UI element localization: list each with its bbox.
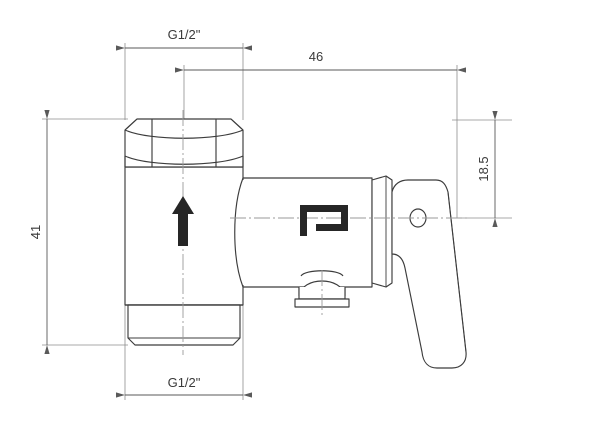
hex-nut (124, 118, 244, 168)
dimension-lines (44, 45, 498, 398)
dim-label-length-46: 46 (309, 49, 323, 64)
handle-crease (447, 191, 467, 353)
flow-arrow-glyph (172, 196, 194, 246)
logo-stem (300, 205, 307, 236)
logo-bracket-glyph (300, 205, 348, 236)
male-thread-spud (127, 304, 241, 346)
dim-label-bottom-thread: G1/2" (168, 375, 201, 390)
manufacturer-logo (300, 205, 348, 236)
hex-chamfer-top (124, 129, 244, 139)
lever-handle (391, 179, 467, 369)
hex-corner-tl (124, 118, 138, 131)
hex-chamfer-bottom (124, 155, 244, 165)
hex-corner-tr (230, 118, 244, 131)
neck-curve-left (234, 177, 244, 288)
dim-label-top-thread: G1/2" (168, 27, 201, 42)
valve-geometry (124, 118, 467, 369)
bonnet-flange (371, 175, 393, 288)
dim-label-height-41: 41 (28, 225, 43, 239)
dim-label-height-185: 18.5 (476, 156, 491, 181)
flow-direction-arrow (172, 196, 194, 246)
